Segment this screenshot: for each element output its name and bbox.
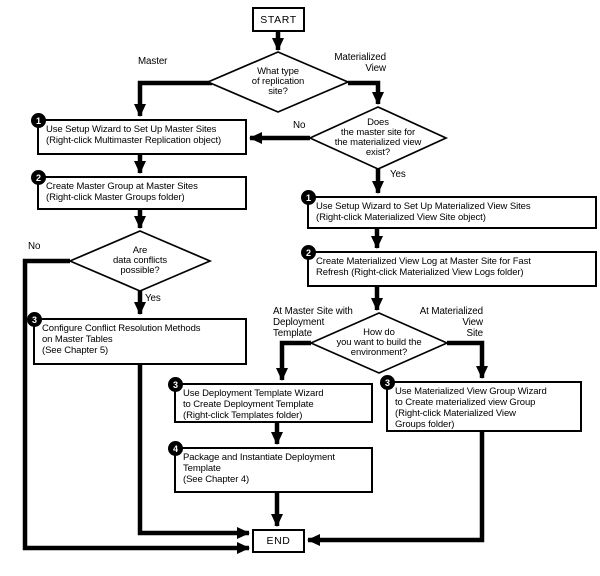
edge-data-conflicts-no-to-end: [22, 258, 250, 554]
edge-label-conflicts-yes: Yes: [145, 293, 161, 304]
decision-diamond-build-environment: [308, 312, 450, 374]
step-number-badge: 2: [301, 245, 316, 260]
edge-label-conflicts-no: No: [28, 241, 41, 252]
step-text: Create Master Group at Master Sites (Rig…: [46, 180, 198, 203]
step-number-badge: 1: [31, 113, 46, 128]
decision-data-conflicts-text: Are data conflicts possible?: [112, 245, 168, 276]
edge-build-environment-to-deployment-template: [276, 340, 311, 381]
step-number-badge: 3: [168, 377, 183, 392]
step-package-instantiate: 4 Package and Instantiate Deployment Tem…: [168, 441, 373, 493]
step-mv-group-wizard: 3 Use Materialized View Group Wizard to …: [380, 375, 582, 432]
step-setup-master-sites: 1 Use Setup Wizard to Set Up Master Site…: [31, 113, 247, 155]
decision-diamond-master-site-exists: [307, 106, 449, 170]
step-text: Configure Conflict Resolution Methods on…: [42, 322, 201, 357]
step-create-master-group: 2 Create Master Group at Master Sites (R…: [31, 170, 247, 210]
step-number-badge: 3: [27, 312, 42, 327]
step-setup-mv-sites: 1 Use Setup Wizard to Set Up Materialize…: [301, 190, 597, 229]
edge-label-master-site-no: No: [293, 120, 306, 131]
step-number-badge: 2: [31, 170, 46, 185]
edge-label-materialized-view: Materialized View: [334, 52, 386, 74]
end-node: END: [252, 529, 305, 553]
edge-mv-group-to-end: [307, 432, 485, 546]
edge-label-at-materialized-view-site: At Materialized View Site: [419, 306, 483, 339]
start-node: START: [252, 7, 305, 32]
edge-replication-type-master-branch: [134, 80, 212, 117]
edge-conflict-resolution-to-end: [137, 365, 250, 539]
step-number-badge: 1: [301, 190, 316, 205]
decision-build-environment-text: How do you want to build the environment…: [336, 327, 422, 358]
edge-label-master: Master: [138, 56, 168, 67]
edge-build-environment-to-mv-group: [447, 340, 488, 379]
edge-label-master-site-yes: Yes: [390, 169, 406, 180]
decision-replication-type-text: What type of replication site?: [251, 66, 305, 97]
start-label: START: [260, 13, 297, 26]
step-configure-conflict-resolution: 3 Configure Conflict Resolution Methods …: [27, 312, 247, 365]
step-create-mv-log: 2 Create Materialized View Log at Master…: [301, 245, 597, 287]
edge-label-at-master-site-with-deployment-template: At Master Site with Deployment Template: [273, 306, 353, 339]
step-deployment-template-wizard: 3 Use Deployment Template Wizard to Crea…: [168, 377, 373, 423]
step-number-badge: 3: [380, 375, 395, 390]
step-number-badge: 4: [168, 441, 183, 456]
step-text: Use Materialized View Group Wizard to Cr…: [395, 385, 547, 431]
step-text: Use Deployment Template Wizard to Create…: [183, 387, 324, 422]
step-text: Package and Instantiate Deployment Templ…: [183, 451, 335, 486]
step-text: Use Setup Wizard to Set Up Master Sites …: [46, 123, 222, 146]
end-label: END: [266, 535, 291, 547]
decision-master-site-exists-text: Does the master site for the materialize…: [334, 117, 422, 158]
step-text: Create Materialized View Log at Master S…: [316, 255, 531, 278]
decision-diamond-replication-type: [205, 51, 351, 113]
decision-diamond-data-conflicts: [67, 230, 213, 292]
step-text: Use Setup Wizard to Set Up Materialized …: [316, 200, 531, 223]
edge-replication-type-mv-branch: [348, 80, 384, 105]
